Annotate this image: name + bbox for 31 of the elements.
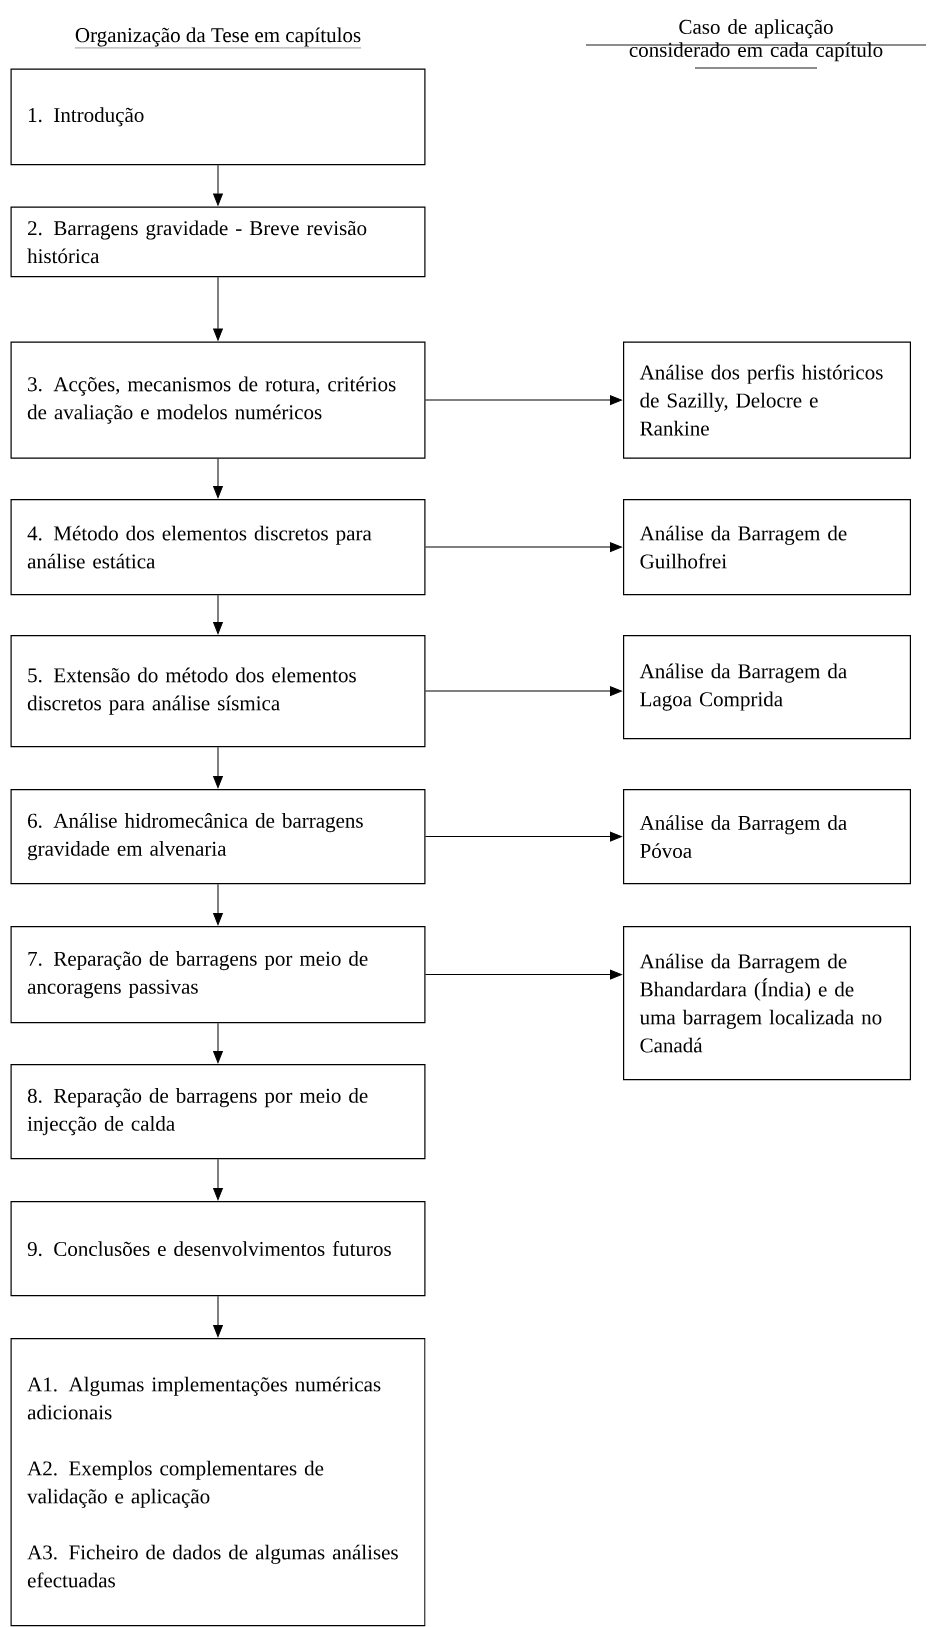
arrow	[213, 164, 223, 206]
chapter-box: 8. Reparação de barragens por meio de injecção de calda	[10, 1064, 426, 1160]
arrow	[425, 969, 623, 980]
arrow	[425, 831, 623, 842]
case-box: Análise da Barragem da Póvoa	[623, 789, 911, 885]
arrow	[213, 458, 223, 499]
column-heading: Organização da Tese em capítulos	[74, 27, 362, 49]
case-box: Análise da Barragem da Lagoa Comprida	[623, 635, 911, 740]
chapter-box: 2. Barragens gravidade - Breve revisão histórica	[10, 206, 426, 278]
chapter-box: 5. Extensão do método dos elementos discretos para análise sísmica	[10, 635, 426, 748]
arrow	[425, 542, 623, 552]
chapter-box: 7. Reparação de barragens por meio de ancoragens passivas	[10, 926, 426, 1024]
arrow	[213, 1295, 223, 1338]
case-box: Análise dos perfis históricos de Sazilly, Delocre e Rankine	[623, 341, 911, 459]
chapter-box: A1. Algumas implementações numéricas adicionais A2. Exemplos complementares de validação e aplicação A3. Ficheiro de dados de algumas análises efectuadas	[10, 1338, 426, 1627]
arrow	[213, 746, 223, 789]
arrow	[213, 1022, 223, 1064]
arrow	[213, 883, 223, 926]
column-heading: Caso de aplicação considerado em cada capítulo	[629, 19, 883, 62]
arrow	[425, 395, 623, 405]
chapter-box: 1. Introdução	[10, 68, 426, 166]
case-box: Análise da Barragem de Bhandardara (Índia) e de uma barragem localizada no Canadá	[623, 926, 911, 1081]
arrow	[213, 1158, 223, 1201]
arrow	[213, 594, 223, 635]
arrow	[425, 686, 623, 696]
chapter-box: 9. Conclusões e desenvolvimentos futuros	[10, 1201, 426, 1297]
chapter-box: 4. Método dos elementos discretos para análise estática	[10, 499, 426, 596]
case-box: Análise da Barragem de Guilhofrei	[623, 499, 911, 596]
chapter-box: 6. Análise hidromecânica de barragens gravidade em alvenaria	[10, 789, 426, 885]
chapter-box: 3. Acções, mecanismos de rotura, critérios de avaliação e modelos numéricos	[10, 341, 426, 459]
arrow	[213, 276, 223, 341]
